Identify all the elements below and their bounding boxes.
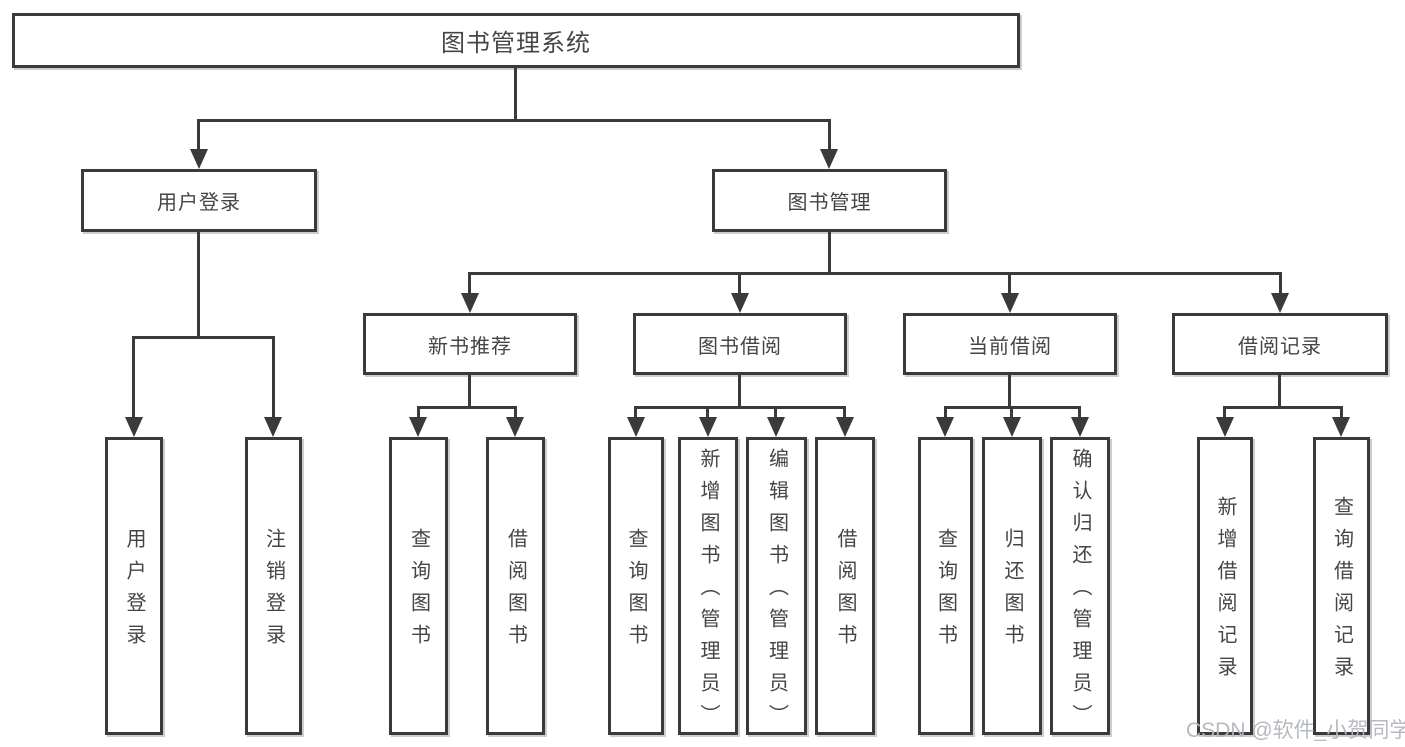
leaf-bb-borrow-books-label: 借阅图书 xyxy=(834,528,856,656)
connector-line xyxy=(417,406,420,418)
connector-line xyxy=(1223,406,1226,418)
arrow-down-icon xyxy=(409,417,427,437)
connector-line xyxy=(197,232,200,336)
arrow-down-icon xyxy=(264,417,282,437)
leaf-bb-query-books: 查询图书 xyxy=(608,437,664,735)
leaf-cb-confirm-return: 确认归还（管理员） xyxy=(1050,437,1110,736)
arrow-down-icon xyxy=(731,293,749,313)
arrow-down-icon xyxy=(836,417,854,437)
leaf-bb-add-books: 新增图书（管理员） xyxy=(678,437,738,736)
connector-line xyxy=(774,406,777,418)
leaf-br-query-record-label: 查询借阅记录 xyxy=(1330,496,1353,688)
connector-line xyxy=(1340,406,1343,418)
leaf-bb-edit-books-label: 编辑图书（管理员） xyxy=(765,448,788,736)
arrow-down-icon xyxy=(1003,417,1021,437)
leaf-br-add-record: 新增借阅记录 xyxy=(1197,437,1253,735)
leaf-cb-query-books: 查询图书 xyxy=(918,437,973,735)
node-root-label: 图书管理系统 xyxy=(441,30,591,57)
leaf-bb-query-books-label: 查询图书 xyxy=(625,528,647,656)
connector-line xyxy=(514,406,517,418)
connector-line xyxy=(1010,406,1013,418)
arrow-down-icon xyxy=(1001,293,1019,313)
node-current-borrow-label: 当前借阅 xyxy=(968,335,1052,358)
connector-line xyxy=(197,119,200,151)
connector-line xyxy=(1008,272,1011,294)
connector-line xyxy=(828,232,831,272)
leaf-bb-add-books-label: 新增图书（管理员） xyxy=(697,448,719,736)
node-book-mgmt: 图书管理 xyxy=(712,169,947,232)
connector-line xyxy=(468,272,471,294)
leaf-logout-label: 注销登录 xyxy=(262,528,285,656)
connector-line xyxy=(197,119,831,122)
connector-line xyxy=(1279,272,1282,294)
node-root: 图书管理系统 xyxy=(12,13,1020,68)
arrow-down-icon xyxy=(936,417,954,437)
node-new-book-rec: 新书推荐 xyxy=(363,313,577,375)
leaf-nb-borrow-books: 借阅图书 xyxy=(486,437,545,735)
connector-line xyxy=(1223,406,1343,409)
connector-line xyxy=(468,375,471,406)
connector-line xyxy=(843,406,846,418)
connector-line xyxy=(706,406,709,418)
leaf-user-login: 用户登录 xyxy=(105,437,163,735)
connector-line xyxy=(738,375,741,406)
arrow-down-icon xyxy=(190,149,208,169)
connector-line xyxy=(738,272,741,294)
arrow-down-icon xyxy=(1071,417,1089,437)
csdn-watermark: CSDN @软件_小贺同学 xyxy=(1186,719,1405,742)
arrow-down-icon xyxy=(627,417,645,437)
node-borrow-records-label: 借阅记录 xyxy=(1238,335,1322,358)
connector-line xyxy=(468,272,1282,275)
connector-line xyxy=(1008,375,1011,406)
connector-line xyxy=(634,406,846,409)
leaf-cb-return-books-label: 归还图书 xyxy=(1001,528,1023,656)
node-user-login-label: 用户登录 xyxy=(157,192,241,214)
connector-line xyxy=(272,336,275,418)
leaf-logout: 注销登录 xyxy=(245,437,302,735)
connector-line xyxy=(132,336,275,339)
arrow-down-icon xyxy=(461,293,479,313)
arrow-down-icon xyxy=(1271,293,1289,313)
leaf-br-query-record: 查询借阅记录 xyxy=(1313,437,1370,735)
arrow-down-icon xyxy=(125,417,143,437)
arrow-down-icon xyxy=(820,149,838,169)
arrow-down-icon xyxy=(699,417,717,437)
leaf-cb-confirm-return-label: 确认归还（管理员） xyxy=(1069,448,1091,736)
leaf-nb-query-books: 查询图书 xyxy=(389,437,448,735)
connector-line xyxy=(944,406,947,418)
node-book-borrow-label: 图书借阅 xyxy=(698,335,782,358)
connector-line xyxy=(514,68,517,119)
arrow-down-icon xyxy=(1216,417,1234,437)
node-borrow-records: 借阅记录 xyxy=(1172,313,1388,375)
leaf-nb-borrow-books-label: 借阅图书 xyxy=(504,528,527,656)
leaf-br-add-record-label: 新增借阅记录 xyxy=(1214,496,1236,688)
leaf-cb-return-books: 归还图书 xyxy=(982,437,1042,735)
arrow-down-icon xyxy=(1332,417,1350,437)
leaf-bb-borrow-books: 借阅图书 xyxy=(815,437,875,735)
node-book-mgmt-label: 图书管理 xyxy=(787,192,872,214)
connector-line xyxy=(634,406,637,418)
connector-line xyxy=(1078,406,1081,418)
leaf-cb-query-books-label: 查询图书 xyxy=(934,528,957,656)
arrow-down-icon xyxy=(767,417,785,437)
node-new-book-rec-label: 新书推荐 xyxy=(428,335,512,358)
leaf-bb-edit-books: 编辑图书（管理员） xyxy=(746,437,807,736)
connector-line xyxy=(417,406,517,409)
connector-line xyxy=(132,336,135,418)
node-current-borrow: 当前借阅 xyxy=(903,313,1117,375)
connector-line xyxy=(828,119,831,151)
leaf-nb-query-books-label: 查询图书 xyxy=(407,528,430,656)
node-user-login: 用户登录 xyxy=(81,169,317,232)
node-book-borrow: 图书借阅 xyxy=(633,313,847,375)
connector-line xyxy=(1278,375,1281,406)
arrow-down-icon xyxy=(506,417,524,437)
leaf-user-login-label: 用户登录 xyxy=(123,528,145,656)
